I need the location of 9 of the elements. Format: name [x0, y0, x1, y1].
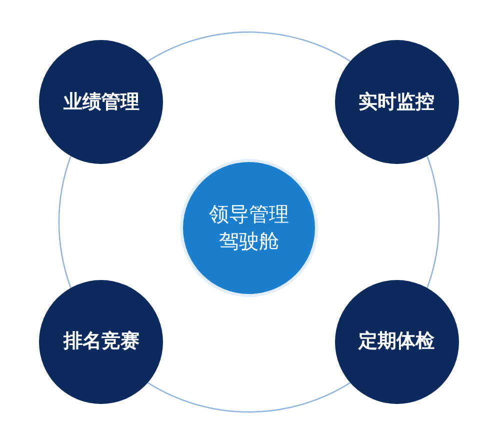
connector-arc: [147, 382, 351, 412]
node-label: 实时监控: [358, 90, 435, 115]
connector-arc: [58, 156, 72, 288]
node-label: 定期体检: [358, 328, 435, 354]
connector-arc: [147, 32, 351, 62]
node-label: 领导管理驾驶舱: [208, 201, 290, 255]
connector-arc: [426, 156, 440, 288]
node-label: 业绩管理: [63, 90, 140, 115]
node-label: 排名竞赛: [63, 328, 140, 354]
